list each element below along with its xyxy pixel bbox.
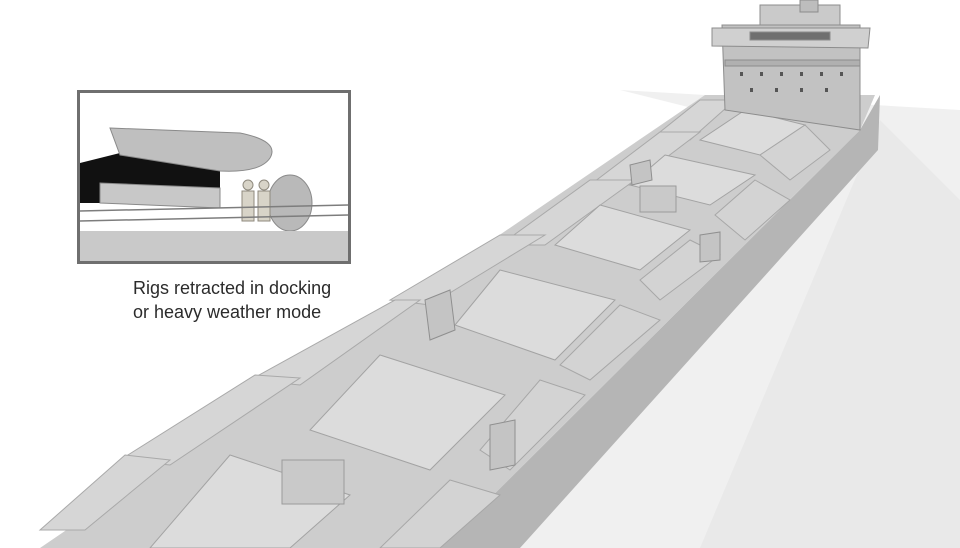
inset-detail-illustration bbox=[80, 93, 348, 261]
inset-railing bbox=[80, 204, 348, 222]
inset-deck bbox=[80, 231, 348, 261]
bridge-windows bbox=[740, 72, 843, 92]
inset-rig-wing-lower bbox=[99, 182, 221, 209]
starboard-hatch-covers bbox=[379, 124, 831, 548]
water-shadow-inner bbox=[700, 120, 960, 548]
inset-hinge-drum bbox=[267, 174, 313, 232]
caption-line-2: or heavy weather mode bbox=[133, 302, 322, 322]
inset-rig-wing bbox=[109, 127, 273, 172]
deck-box bbox=[639, 185, 677, 213]
crane-rigs bbox=[424, 159, 721, 471]
caption-line-1: Rigs retracted in docking bbox=[133, 278, 332, 298]
deck-house bbox=[281, 459, 345, 505]
central-hatch-covers bbox=[149, 109, 807, 548]
inset-detail-frame bbox=[77, 90, 351, 264]
inset-figures bbox=[241, 179, 271, 222]
bridge-superstructure bbox=[711, 0, 871, 131]
caption: Rigs retracted in docking or heavy weath… bbox=[133, 276, 393, 324]
